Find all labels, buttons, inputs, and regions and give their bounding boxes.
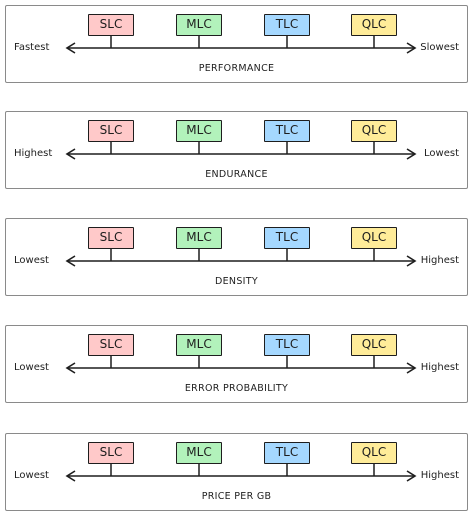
cell-tlc: TLC	[264, 334, 310, 356]
panel-caption: ENDURANCE	[205, 169, 268, 180]
right-label: Highest	[420, 470, 459, 481]
axis-arrow	[65, 249, 417, 267]
right-label: Highest	[420, 362, 459, 373]
left-label: Lowest	[14, 255, 49, 266]
cell-slc: SLC	[88, 334, 134, 356]
cell-qlc: QLC	[351, 14, 397, 36]
right-label: Lowest	[424, 148, 459, 159]
left-label: Lowest	[14, 470, 49, 481]
left-label: Highest	[14, 148, 53, 159]
panel-caption: ERROR PROBABILITY	[184, 383, 289, 394]
left-label: Fastest	[14, 42, 50, 53]
cell-mlc: MLC	[176, 120, 222, 142]
comparison-panel-density: SLC MLC TLC QLC Lowest Highest DENSITY	[5, 218, 468, 296]
cell-mlc: MLC	[176, 227, 222, 249]
cell-qlc: QLC	[351, 334, 397, 356]
cell-tlc: TLC	[264, 120, 310, 142]
right-label: Slowest	[420, 42, 459, 53]
comparison-panel-price-per-gb: SLC MLC TLC QLC Lowest Highest PRICE PER…	[5, 433, 468, 511]
cell-qlc: QLC	[351, 120, 397, 142]
axis-arrow	[65, 36, 417, 54]
cell-slc: SLC	[88, 14, 134, 36]
cell-slc: SLC	[88, 227, 134, 249]
cell-mlc: MLC	[176, 334, 222, 356]
cell-slc: SLC	[88, 120, 134, 142]
cell-qlc: QLC	[351, 227, 397, 249]
axis-arrow	[65, 464, 417, 482]
left-label: Lowest	[14, 362, 49, 373]
panel-caption: PERFORMANCE	[198, 63, 275, 74]
comparison-panel-error-probability: SLC MLC TLC QLC Lowest Highest ERROR PRO…	[5, 325, 468, 403]
cell-mlc: MLC	[176, 442, 222, 464]
axis-arrow	[65, 142, 417, 160]
panel-caption: PRICE PER GB	[201, 491, 272, 502]
cell-slc: SLC	[88, 442, 134, 464]
cell-tlc: TLC	[264, 14, 310, 36]
right-label: Highest	[420, 255, 459, 266]
axis-arrow	[65, 356, 417, 374]
panel-caption: DENSITY	[215, 276, 258, 287]
cell-qlc: QLC	[351, 442, 397, 464]
comparison-panel-performance: SLC MLC TLC QLC Fastest Slowest PERFORMA…	[5, 5, 468, 83]
cell-tlc: TLC	[264, 442, 310, 464]
cell-tlc: TLC	[264, 227, 310, 249]
cell-mlc: MLC	[176, 14, 222, 36]
comparison-panel-endurance: SLC MLC TLC QLC Highest Lowest ENDURANCE	[5, 111, 468, 189]
